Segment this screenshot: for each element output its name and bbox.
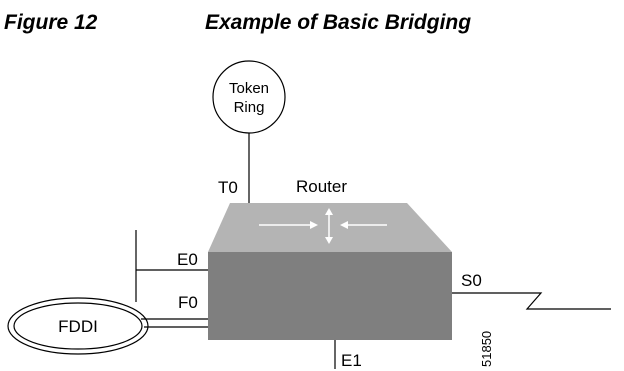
- port-s0-label: S0: [461, 271, 482, 290]
- router-label: Router: [296, 177, 347, 196]
- figure-id: 51850: [479, 331, 494, 367]
- port-e0-label: E0: [177, 250, 198, 269]
- router-front-face: [208, 252, 452, 340]
- router-top-face: [208, 203, 452, 252]
- figure-number: Figure 12: [4, 11, 98, 34]
- router-box: [208, 203, 452, 340]
- fddi-ring-node: FDDI: [7, 297, 149, 355]
- port-f0-label: F0: [178, 293, 198, 312]
- token-ring-label-line2: Ring: [234, 99, 265, 116]
- port-t0-label: T0: [218, 178, 238, 197]
- token-ring-label-line1: Token: [229, 80, 269, 97]
- bridging-arrows-icon: [259, 208, 387, 244]
- token-ring-circle: [212, 60, 286, 134]
- port-e1-label: E1: [341, 351, 362, 370]
- fddi-label: FDDI: [58, 317, 98, 336]
- s0-serial-link: [452, 292, 611, 310]
- figure-caption: Figure 12 Example of Basic Bridging: [4, 11, 604, 41]
- token-ring-node: Token Ring: [212, 60, 286, 134]
- figure-title: Example of Basic Bridging: [205, 11, 472, 34]
